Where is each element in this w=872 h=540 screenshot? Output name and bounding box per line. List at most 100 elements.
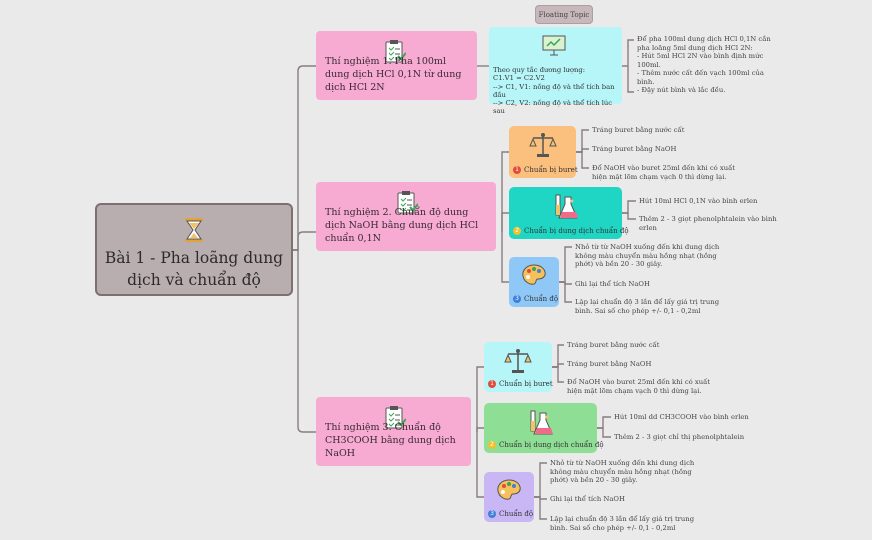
leaf-line: hiện mặt lõm chạm vạch 0 thì dừng lại. [592,172,727,181]
connector-line [501,151,509,232]
connector-line [476,432,484,498]
step-label-text: Chuẩn bị buret [524,166,578,174]
connector-line [476,366,484,432]
hourglass-icon [183,217,205,247]
note-line: bình. [637,77,655,86]
root-topic[interactable]: Bài 1 - Pha loãng dung dịch và chuẩn độ [95,203,293,296]
leaf-line: Thêm 2 - 3 giọt chỉ thị phenolphtalein [614,433,745,441]
leaf-line: Lặp lại chuẩn độ 3 lần để lấy giá trị tr… [575,298,720,306]
leaf-line: Tráng buret bằng nước cất [567,341,660,349]
step-3-leaf[interactable]: Lặp lại chuẩn độ 3 lần để lấy giá trị tr… [575,298,719,315]
connector-line [597,427,611,438]
connector-line [622,39,634,93]
step-1-leaf[interactable]: Tráng buret bằng nước cất [567,341,659,350]
leaf-line: erlen [639,223,657,232]
experiment-1-topic[interactable]: Thí nghiệm 1. Pha 100ml dung dịch HCl 0,… [316,31,477,100]
connector-line [597,416,611,429]
step-number-badge: 3 [513,295,521,303]
connector-line [559,281,572,303]
step-label-text: Chuẩn độ [499,510,534,518]
step-3-leaf[interactable]: Lặp lại chuẩn độ 3 lần để lấy giá trị tr… [550,515,694,532]
balance-scale-icon [528,132,557,162]
leaf-line: phớt) và bền 20 - 30 giây. [550,476,638,484]
connector-line [622,200,636,214]
connector-line [552,366,564,383]
connector-line [622,212,636,220]
step-label-text: Chuẩn bị dung dịch chuẩn độ [499,441,604,449]
step-label-text: Chuẩn bị dung dịch chuẩn độ [524,227,629,235]
rule-text-line: --> C2, V2: nồng độ và thể tích lúc sau [493,99,613,116]
step-2-leaf[interactable]: Hút 10ml HCl 0,1N vào bình erlen [639,197,757,206]
connector-line [501,232,509,283]
step-2-leaf[interactable]: Hút 10ml dd CH3COOH vào bình erlen [614,413,749,422]
experiment-3-title: Thí nghiệm 3. Chuẩn độ CH3COOH bằng dung… [325,422,456,459]
connector-line [293,65,316,251]
leaf-line: Tráng buret bằng nước cất [592,126,685,134]
connector-line [293,231,316,251]
step-label-text: Chuẩn bị buret [499,380,553,388]
step-number-badge: 2 [488,441,496,449]
root-title: Bài 1 - Pha loãng dung dịch và chuẩn độ [104,249,284,289]
leaf-line: không màu chuyển màu hồng nhạt (hồng [575,251,717,260]
leaf-line: Nhỏ từ từ NaOH xuống đến khi dung dịch [575,243,720,251]
leaf-line: Thêm 2 - 3 giọt phenolphtalein vào bình [639,215,777,223]
lab-flask-icon [529,409,553,441]
leaf-line: phớt) và bền 20 - 30 giây. [575,260,663,268]
connector-line [576,151,589,169]
step-number-badge: 3 [488,510,496,518]
step-2-leaf[interactable]: Thêm 2 - 3 giọt chỉ thị phenolphtalein [614,433,744,442]
floating-topic[interactable]: Floating Topic [535,5,593,24]
connector-line [293,249,316,433]
equivalence-rule-topic[interactable]: Theo quy tắc đương lượng:C1.V1 = C2.V2 --… [489,27,622,115]
step-number-badge: 1 [488,380,496,388]
leaf-line: bình. Sai số cho phép +/- 0,1 - 0,2ml [550,523,676,532]
note-line: Để pha 100ml dung dịch HCl 0,1N cần [637,35,771,43]
checklist-icon [384,40,407,68]
leaf-line: Tráng buret bằng NaOH [592,145,677,153]
palette-icon [496,478,522,506]
note-line: - Thêm nước cất đến vạch 100ml của [637,69,764,77]
note-line: pha loãng 5ml dung dịch HCl 2N: [637,43,753,52]
experiment-2-topic[interactable]: Thí nghiệm 2. Chuẩn độ dung dịch NaOH bằ… [316,182,496,251]
step-1-leaf[interactable]: Tráng buret bằng nước cất [592,126,684,135]
palette-icon [521,263,547,291]
step-1-leaf[interactable]: Tráng buret bằng NaOH [567,360,651,369]
leaf-line: Ghi lại thể tích NaOH [575,280,650,288]
rule-text-line: Theo quy tắc đương lượng: [493,66,586,74]
note-line: - Đậy nút bình và lắc đều. [637,86,726,94]
checklist-icon [384,406,407,434]
step-number-badge: 1 [513,166,521,174]
leaf-line: Hút 10ml HCl 0,1N vào bình erlen [639,197,758,205]
note-line: - Hút 5ml HCl 2N vào bình định mức [637,52,764,60]
experiment-3-topic[interactable]: Thí nghiệm 3. Chuẩn độ CH3COOH bằng dung… [316,397,471,466]
rule-text-line: C1.V1 = C2.V2 [493,74,545,83]
step-3-leaf[interactable]: Ghi lại thể tích NaOH [575,280,650,289]
leaf-line: Đổ NaOH vào buret 25ml đến khi có xuất [567,378,710,386]
step-3-leaf[interactable]: Ghi lại thể tích NaOH [550,495,625,504]
leaf-line: Ghi lại thể tích NaOH [550,495,625,503]
step-number-badge: 2 [513,227,521,235]
step-1-leaf[interactable]: Tráng buret bằng NaOH [592,145,676,154]
leaf-line: Lặp lại chuẩn độ 3 lần để lấy giá trị tr… [550,515,695,523]
leaf-line: Hút 10ml dd CH3COOH vào bình erlen [614,413,749,421]
presentation-board-icon [541,34,567,60]
